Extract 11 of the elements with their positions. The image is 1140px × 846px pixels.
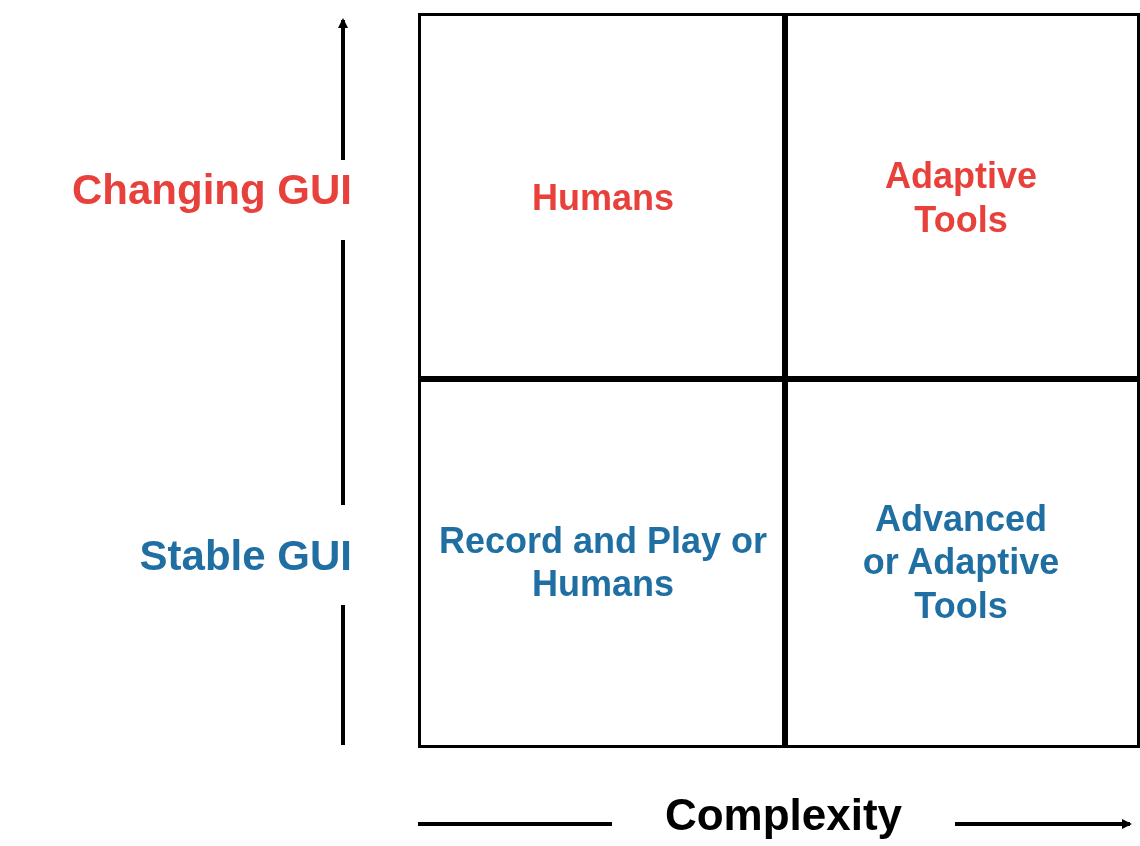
quadrant-cell (418, 376, 788, 748)
axis-label: Stable GUI (139, 532, 352, 580)
quadrant-cell (418, 13, 788, 382)
quadrant-cell (782, 376, 1140, 748)
quadrant-label: Advanced or Adaptive Tools (861, 497, 1061, 627)
quadrant-label: Adaptive Tools (883, 154, 1038, 241)
axis-label: Changing GUI (72, 166, 352, 214)
quadrant-label: Humans (531, 175, 675, 220)
quadrant-cell (782, 13, 1140, 382)
quadrant-label: Record and Play or Humans (438, 518, 768, 606)
axis-title: Complexity (663, 790, 904, 840)
